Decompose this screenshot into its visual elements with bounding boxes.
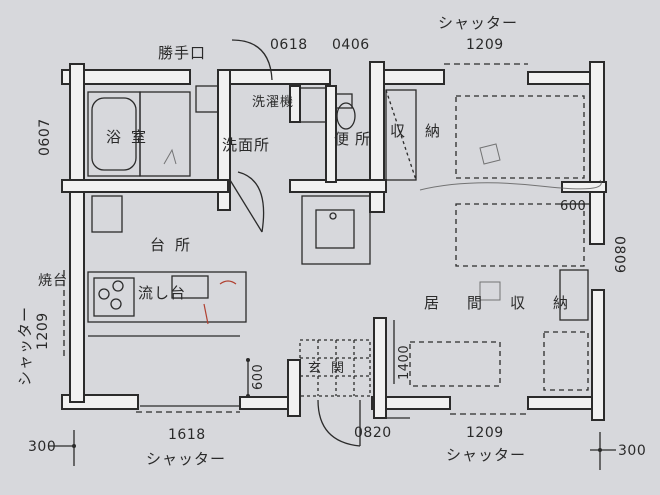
label-kitchen: 台所 — [150, 236, 201, 254]
label-sink: 流し台 — [138, 284, 187, 302]
pencil-marks — [163, 143, 602, 301]
label-dim-600-right: 600 — [560, 199, 587, 214]
label-shutter-top: シャッター — [438, 14, 519, 32]
label-dim-0820: 0820 — [354, 425, 392, 441]
label-dim-1400: 1400 — [397, 344, 412, 380]
label-dim-0607: 0607 — [37, 118, 53, 156]
label-washroom: 洗面所 — [222, 136, 271, 154]
red-marks — [203, 280, 237, 325]
label-dim-1618: 1618 — [168, 427, 206, 443]
label-kitchen-door: 勝手口 — [158, 44, 207, 62]
thin-lines — [48, 39, 616, 470]
label-storage-top: 収納 — [390, 122, 461, 140]
label-dim-0618: 0618 — [270, 37, 308, 53]
dimension-ticks — [72, 358, 602, 452]
label-living-storage: 居間収納 — [424, 294, 597, 312]
label-dim-1209-left: 1209 — [35, 312, 51, 350]
label-dim-600-left: 600 — [251, 363, 266, 390]
label-shutter-left: シャッター — [16, 305, 34, 386]
walls — [61, 61, 607, 421]
label-laundry: 洗濯機 — [252, 95, 295, 110]
label-dim-0406: 0406 — [332, 37, 370, 53]
label-bath: 浴室 — [106, 128, 157, 146]
label-dim-top-right: 1209 — [466, 37, 504, 53]
label-stove: 焼台 — [38, 273, 68, 289]
label-entrance: 玄関 — [308, 361, 355, 376]
label-toilet: 便所 — [334, 130, 377, 148]
label-shutter-bottom-left: シャッター — [146, 450, 227, 468]
label-dim-1209-bottom: 1209 — [466, 425, 504, 441]
label-dim-0809: 0809 — [611, 236, 627, 274]
label-shutter-bottom-right: シャッター — [446, 446, 527, 464]
label-dim-300-left: 300 — [28, 439, 57, 455]
label-dim-300-right: 300 — [618, 443, 647, 459]
